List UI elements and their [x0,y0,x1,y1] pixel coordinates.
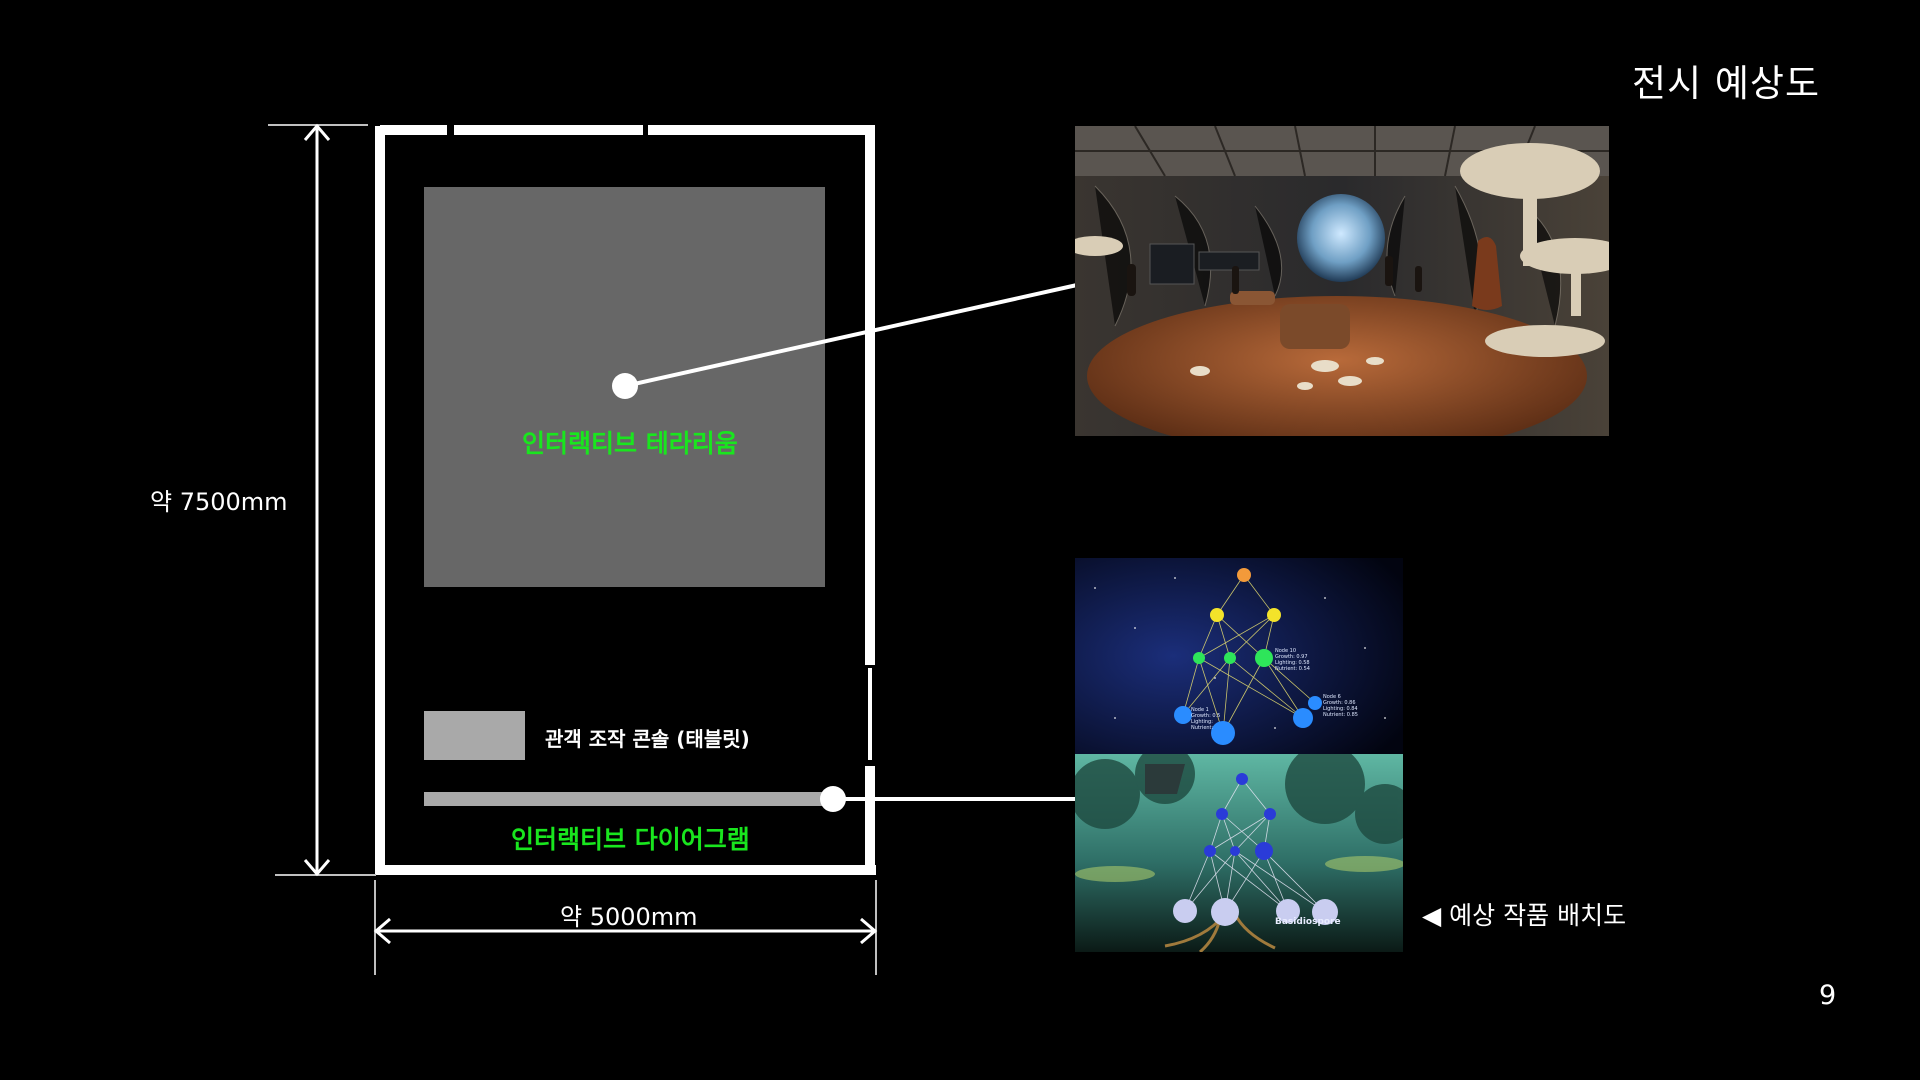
node-info-text: Nutrient: 0.54 [1275,666,1310,672]
terrarium-marker [612,373,638,399]
terrarium-rendering [1075,126,1609,436]
node-info-text: Node 6 [1323,694,1341,700]
network-node [1267,608,1281,622]
network-node [1173,899,1197,923]
network-node [1312,899,1338,925]
network-node [1224,652,1236,664]
room-walls [375,125,876,875]
node-info-text: Nutrient: 0.85 [1323,712,1358,718]
network-node [1236,773,1248,785]
node-info-text: Growth: 0.97 [1275,654,1308,660]
node-info-text: Growth: 0.5 [1191,713,1220,719]
node-info-text: Node 10 [1275,648,1296,654]
console-label: 관객 조작 콘솔 (태블릿) [545,727,750,751]
network-node [1276,899,1300,923]
network-node [1237,568,1251,582]
diagram-label: 인터랙티브 다이어그램 [511,825,750,854]
network-node [1255,842,1273,860]
node-info-text: Lighting: 0.58 [1275,660,1310,666]
network-diagram-top-image: Node 10 Growth: 0.97 Lighting: 0.58 Nutr… [1075,558,1403,754]
page-number: 9 [1819,980,1837,1011]
node-info-text: Lighting: 0.84 [1323,706,1358,712]
network-node [1211,898,1239,926]
network-node [1210,608,1224,622]
network-diagram-top: Node 10 Growth: 0.97 Lighting: 0.58 Nutr… [1075,558,1403,754]
slide-title: 전시 예상도 [1632,62,1820,105]
width-arrow-right [860,917,878,945]
node-info-text: Growth: 0.86 [1323,700,1356,706]
terrarium-label: 인터랙티브 테라리움 [522,429,738,458]
height-label: 약 7500mm [150,488,288,516]
terrarium-rendering-image [1075,126,1609,436]
node-species-label: Basidiospore [1275,917,1341,927]
height-arrow-up [303,123,331,141]
network-node [1174,706,1192,724]
network-node [1193,652,1205,664]
height-arrow-down [303,859,331,877]
console-block [424,711,525,760]
network-node [1293,708,1313,728]
network-node [1230,846,1240,856]
diagram-marker [820,786,846,812]
network-node [1204,845,1216,857]
network-node [1255,649,1273,667]
node-info-text: Nutrient: [1191,725,1214,731]
layout-caption: ◀ 예상 작품 배치도 [1422,901,1627,930]
network-diagram-bottom-image: Basidiospore [1075,754,1403,952]
network-node [1308,696,1322,710]
node-info-text: Node 1 [1191,707,1209,713]
network-node [1264,808,1276,820]
node-info-text: Lighting: [1191,719,1213,725]
width-arrow-left [373,917,391,945]
terrarium-connector-line [624,283,1078,388]
network-node [1216,808,1228,820]
network-node [1211,721,1235,745]
diagram-bar [424,792,832,806]
width-label: 약 5000mm [560,903,698,931]
network-diagram-bottom: Basidiospore [1075,754,1403,952]
